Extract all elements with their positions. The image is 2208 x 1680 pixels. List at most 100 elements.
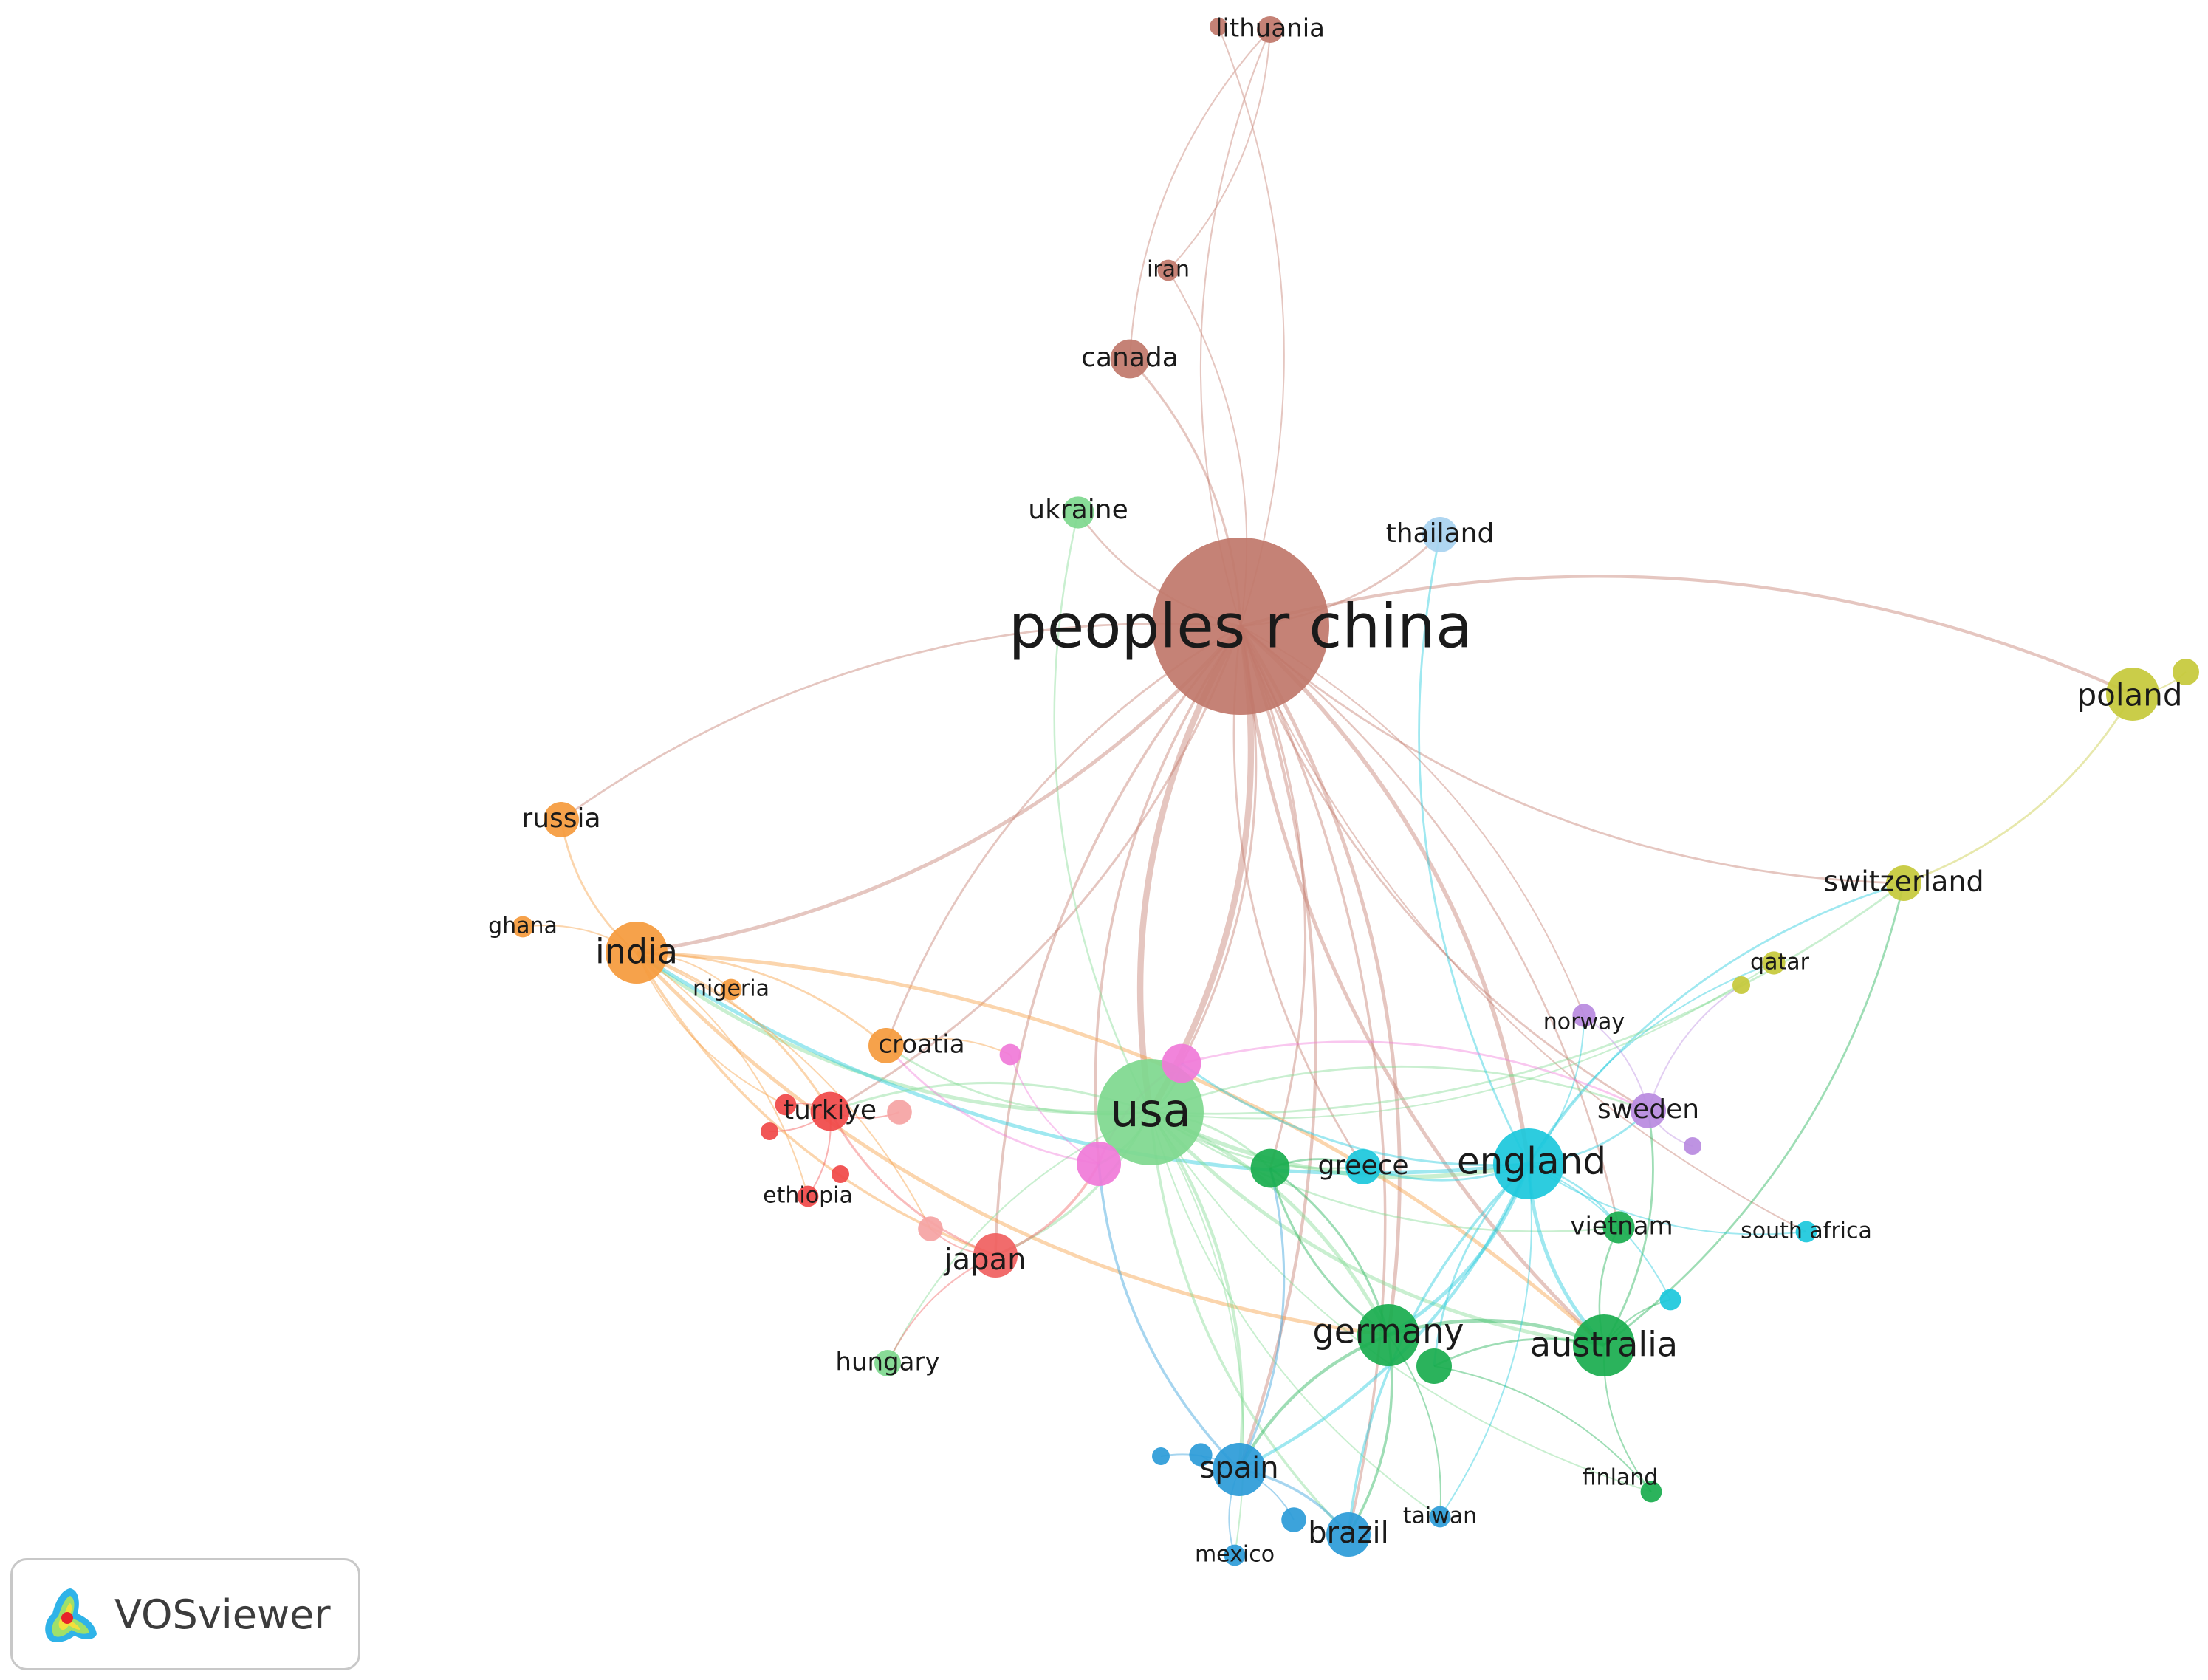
node-olive_a[interactable] (1732, 976, 1750, 994)
label-ukraine: ukraine (1028, 495, 1128, 525)
link-switzerland-usa (1150, 882, 1904, 1115)
link-india-turkiye (636, 951, 832, 1112)
link-india-germany (635, 951, 1389, 1337)
link-china-south_africa (1240, 625, 1807, 1232)
link-olive_a-sweden (1648, 984, 1742, 1111)
label-taiwan: taiwan (1403, 1504, 1477, 1529)
label-ethiopia: ethiopia (763, 1183, 853, 1209)
link-usa-taiwan (1150, 1111, 1441, 1518)
labels-layer: peoples r chinausaenglandaustraliagerman… (488, 14, 2182, 1568)
link-usa-australia (1149, 1111, 1605, 1348)
node-red_c[interactable] (832, 1165, 849, 1183)
vosviewer-wordmark: VOSviewer (114, 1591, 331, 1638)
node-green_c[interactable] (1416, 1348, 1452, 1384)
node-red_a[interactable] (775, 1094, 797, 1116)
node-canada[interactable] (1110, 339, 1150, 379)
link-pink_a-croatia (885, 1045, 1100, 1165)
link-china-lithuania (1199, 29, 1271, 627)
link-china-england (1239, 624, 1531, 1165)
link-spain-green_b (1238, 1168, 1286, 1470)
node-nigeria[interactable] (720, 978, 742, 1001)
label-thailand: thailand (1386, 518, 1495, 549)
node-finland[interactable] (1640, 1481, 1662, 1503)
label-lithuania: lithuania (1216, 14, 1325, 44)
node-ethiopia[interactable] (797, 1185, 819, 1207)
node-ukraine[interactable] (1062, 496, 1094, 529)
node-india[interactable] (606, 922, 668, 984)
node-olive_b[interactable] (2173, 659, 2199, 685)
node-pink_hub[interactable] (1162, 1043, 1201, 1083)
node-mexico[interactable] (1224, 1544, 1246, 1566)
node-brazil[interactable] (1326, 1512, 1371, 1557)
label-canada: canada (1081, 343, 1179, 373)
link-india-ethiopia (636, 952, 809, 1197)
label-norway: norway (1543, 1009, 1625, 1035)
node-switzerland[interactable] (1886, 865, 1921, 901)
node-red_b[interactable] (761, 1122, 778, 1140)
label-japan: japan (944, 1243, 1026, 1277)
label-greece: greece (1317, 1151, 1408, 1181)
node-purple_a[interactable] (1684, 1137, 1701, 1155)
node-lith_b[interactable] (1210, 18, 1227, 35)
node-qatar[interactable] (1762, 951, 1786, 975)
link-usa-ukraine (1053, 512, 1152, 1113)
label-england: england (1457, 1140, 1606, 1183)
link-poland-switzerland (1903, 693, 2134, 885)
node-poland[interactable] (2106, 668, 2159, 721)
node-croatia[interactable] (868, 1028, 904, 1063)
link-switzerland-england (1527, 882, 1904, 1165)
node-green_b[interactable] (1250, 1148, 1290, 1188)
label-iran: iran (1147, 257, 1190, 283)
link-china-poland (1240, 575, 2133, 696)
node-thailand[interactable] (1422, 517, 1458, 552)
node-salmon_a[interactable] (887, 1100, 912, 1125)
node-sweden[interactable] (1631, 1093, 1666, 1128)
node-hungary[interactable] (874, 1350, 901, 1376)
node-salmon_b[interactable] (918, 1216, 943, 1241)
node-turkiye[interactable] (810, 1091, 850, 1131)
node-lithuania[interactable] (1257, 16, 1283, 43)
label-india: india (595, 932, 678, 972)
node-china[interactable] (1152, 538, 1329, 715)
node-germany[interactable] (1357, 1304, 1419, 1366)
node-usa[interactable] (1097, 1059, 1204, 1165)
node-norway[interactable] (1572, 1004, 1596, 1027)
node-russia[interactable] (544, 802, 579, 837)
node-greece[interactable] (1345, 1149, 1381, 1184)
link-china-india (636, 625, 1242, 955)
node-cyan_b[interactable] (1659, 1289, 1681, 1311)
node-iran[interactable] (1157, 259, 1179, 281)
label-croatia: croatia (878, 1030, 964, 1060)
label-finland: finland (1583, 1465, 1659, 1491)
label-germany: germany (1313, 1312, 1464, 1351)
label-switzerland: switzerland (1823, 865, 1984, 898)
node-south_africa[interactable] (1795, 1221, 1817, 1243)
label-spain: spain (1199, 1451, 1278, 1485)
link-qatar-england (1528, 962, 1775, 1165)
label-australia: australia (1530, 1325, 1678, 1365)
node-vietnam[interactable] (1602, 1211, 1635, 1244)
nodes-layer (512, 16, 2199, 1566)
link-usa-vietnam (1150, 1111, 1619, 1232)
node-blue_a[interactable] (1189, 1443, 1213, 1467)
link-china-russia (560, 623, 1241, 821)
node-taiwan[interactable] (1429, 1506, 1451, 1528)
node-blue_b[interactable] (1152, 1447, 1170, 1465)
link-china-brazil (1239, 625, 1387, 1535)
link-usa-sweden (1150, 1065, 1649, 1114)
link-australia-sweden (1602, 1110, 1654, 1346)
link-china-australia (1238, 625, 1605, 1347)
node-australia[interactable] (1573, 1314, 1635, 1376)
link-pink_a-spain (1097, 1163, 1241, 1471)
label-turkiye: turkiye (784, 1095, 877, 1125)
link-china-japan (994, 625, 1242, 1256)
link-iran-lithuania (1168, 29, 1271, 271)
label-mexico: mexico (1195, 1542, 1275, 1568)
node-blue_c[interactable] (1281, 1507, 1306, 1532)
node-japan[interactable] (973, 1233, 1018, 1278)
node-spain[interactable] (1213, 1443, 1266, 1496)
node-ghana[interactable] (512, 916, 534, 938)
node-pink_s[interactable] (999, 1043, 1021, 1066)
node-pink_a[interactable] (1077, 1142, 1121, 1186)
node-england[interactable] (1493, 1128, 1564, 1199)
